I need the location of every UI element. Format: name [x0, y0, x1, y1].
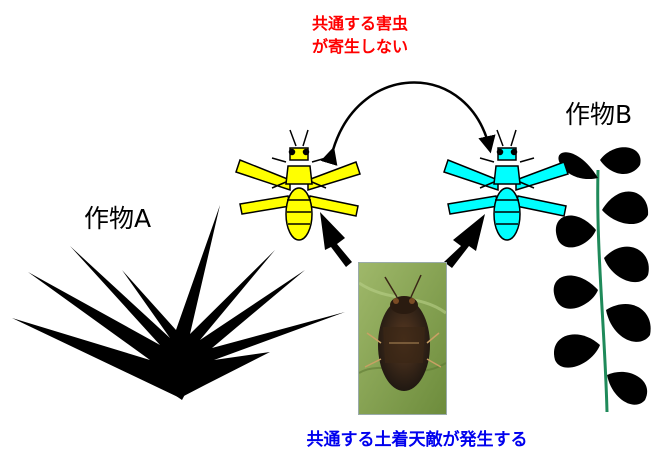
arrow-to-cyan-pest-icon [444, 214, 485, 268]
pest-note-line1: 共通する害虫 [311, 14, 408, 33]
pest-not-shared-note: 共通する害虫 が寄生しない [300, 12, 420, 58]
pest-note-line2: が寄生しない [311, 37, 408, 56]
arrow-to-yellow-pest-icon [320, 212, 352, 267]
pest-cyan-icon [443, 129, 569, 241]
double-headed-curved-arrow-icon [320, 81, 496, 166]
natural-enemy-caption: 共通する土着天敵が発生する [306, 430, 528, 450]
crop-b-plant-icon [553, 147, 651, 413]
natural-enemy-bug-icon [359, 263, 446, 414]
crop-a-label: 作物A [84, 204, 152, 233]
natural-enemy-photo [358, 262, 447, 415]
pest-yellow-icon [235, 129, 361, 241]
crop-b-label: 作物B [565, 100, 633, 129]
crop-a-plant-icon [12, 205, 345, 400]
